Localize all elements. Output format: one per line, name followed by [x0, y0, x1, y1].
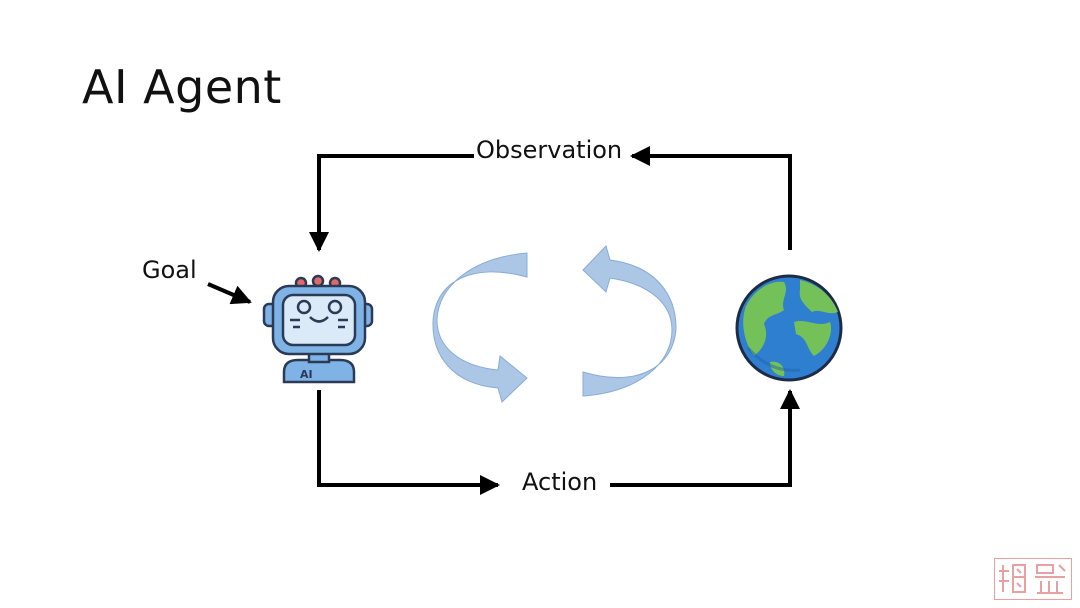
circular-arrows-icon — [432, 245, 677, 403]
watermark-stamp — [994, 558, 1072, 600]
goal-arrow — [207, 282, 252, 305]
robot-icon — [262, 274, 374, 384]
action-line-right — [610, 389, 800, 487]
goal-label: Goal — [142, 256, 197, 284]
robot-badge-label: AI — [300, 368, 313, 381]
action-label: Action — [514, 468, 606, 496]
slide-title: AI Agent — [82, 60, 282, 114]
observation-line-left — [309, 154, 474, 252]
earth-globe-icon — [735, 274, 843, 382]
action-line-left — [317, 390, 500, 495]
stamp-glyphs-icon — [999, 564, 1066, 594]
observation-label: Observation — [474, 136, 625, 164]
observation-line-right — [630, 146, 792, 250]
